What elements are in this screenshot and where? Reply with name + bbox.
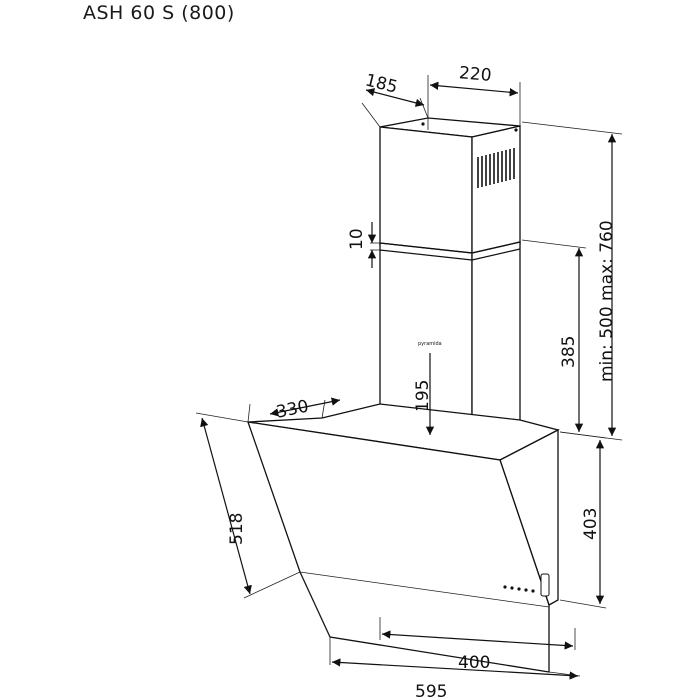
dim-height-range: min: 500 max: 760 [597,220,617,382]
dim-upper-section: 385 [559,336,579,368]
product-title: ASH 60 S (800) [83,2,235,24]
dim-lower-section: 195 [413,380,433,412]
dim-chimney-width: 220 [458,63,492,86]
chimney-lower [379,241,521,443]
vent-slots [477,148,515,188]
dimension-lines [195,75,623,680]
dim-body-height: 403 [581,508,601,540]
hood-body [247,403,560,673]
dim-glass-length: 518 [227,513,247,545]
dim-chimney-depth: 185 [363,70,399,97]
dimension-labels: 185 220 10 min: 500 max: 760 385 195 330… [227,63,617,700]
dim-total-width: 595 [415,682,447,700]
dim-base-width: 400 [458,653,490,673]
chimney-upper [379,117,521,256]
dim-overlap: 10 [347,228,367,250]
brand-label: pyramida [418,341,442,347]
